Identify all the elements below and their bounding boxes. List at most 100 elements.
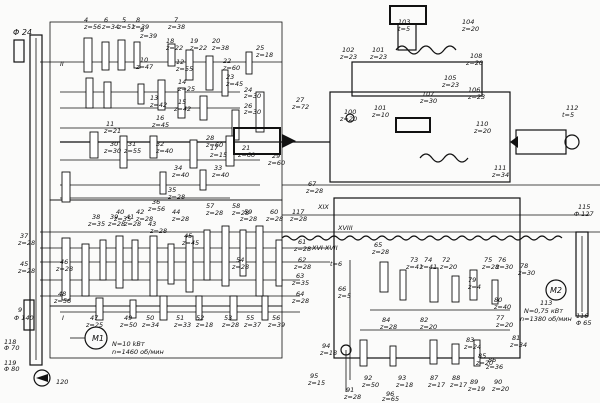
diagram-label: t=5 <box>562 111 574 119</box>
diagram-label: z=20 <box>465 59 483 67</box>
motor-m1 <box>70 326 108 350</box>
diagram-label: 54 <box>236 256 244 264</box>
diagram-label: 80 <box>494 296 502 304</box>
diagram-label: XVI XVII <box>311 244 338 252</box>
diagram-label: 53 <box>224 314 232 322</box>
diagram-label: z=28 <box>265 215 283 223</box>
diagram-label: 95 <box>310 372 318 380</box>
diagram-label: 83 <box>466 336 474 344</box>
diagram-label: 96 <box>386 390 394 398</box>
diagram-label: 84 <box>382 316 390 324</box>
diagram-label: z=20 <box>339 115 357 123</box>
diagram-label: z=24 <box>463 343 481 351</box>
diagram-label: 22 <box>223 57 231 65</box>
diagram-label: Φ 24 <box>13 28 32 37</box>
diagram-label: 60 <box>270 208 278 216</box>
diagram-label: z=28 <box>231 263 249 271</box>
diagram-label: 79 <box>468 276 476 284</box>
diagram-label: 107 <box>422 90 435 98</box>
diagram-label: 78 <box>520 262 528 270</box>
diagram-label: z=17 <box>449 381 468 389</box>
diagram-label: 43 <box>148 220 156 228</box>
diagram-label: XIX <box>317 203 329 211</box>
diagram-label: 116 <box>576 312 588 320</box>
diagram-label: 44 <box>172 208 180 216</box>
diagram-label: 104 <box>462 18 474 26</box>
diagram-label: 61 <box>298 238 306 246</box>
headstock-gears <box>61 37 265 203</box>
diagram-label: z=25 <box>177 85 195 93</box>
diagram-label: 26 <box>244 102 252 110</box>
diagram-label: 14 <box>178 78 186 86</box>
handwheels <box>340 113 355 392</box>
spindle <box>233 127 296 155</box>
diagram-label: 23 <box>226 73 234 81</box>
diagram-label: z=18 <box>195 321 213 329</box>
diagram-label: z=37 <box>243 321 262 329</box>
diagram-label: 27 <box>296 96 305 104</box>
diagram-label: 45 <box>184 232 192 240</box>
diagram-label: z=28 <box>55 265 73 273</box>
diagram-label: z=28 <box>149 227 167 235</box>
diagram-label: z=15 <box>209 151 227 159</box>
diagram-label: z=4 <box>467 283 481 291</box>
diagram-label: 55 <box>246 314 254 322</box>
diagram-label: z=22 <box>189 44 207 52</box>
diagram-label: 8 <box>136 16 140 24</box>
diagram-label: z=20 <box>491 385 509 393</box>
diagram-label: t=5 <box>398 25 410 33</box>
diagram-label: 74 <box>424 256 432 264</box>
diagram-label: z=20 <box>439 263 457 271</box>
diagram-label: 120 <box>56 378 68 386</box>
diagram-label: 38 <box>92 213 100 221</box>
diagram-label: 57 <box>206 202 215 210</box>
diagram-label: z=28 <box>289 215 307 223</box>
diagram-label: z=42 <box>149 101 167 109</box>
diagram-label: 118 <box>4 338 16 346</box>
diagram-label: z=50 <box>119 321 137 329</box>
diagram-label: 31 <box>128 140 136 148</box>
diagram-label: z=40 <box>171 171 189 179</box>
diagram-label: XVIII <box>337 224 353 232</box>
diagram-label: 46 <box>60 258 68 266</box>
diagram-label: 62 <box>298 256 306 264</box>
diagram-label: 105 <box>444 74 456 82</box>
lead-screw <box>281 235 563 241</box>
diagram-label: z=40 <box>155 147 173 155</box>
diagram-label: z=28 <box>135 215 153 223</box>
diagram-label: 101 <box>374 104 386 112</box>
diagram-label: 91 <box>346 386 354 394</box>
diagram-label: Φ 127 <box>574 210 594 218</box>
diagram-label: 39 <box>110 213 118 221</box>
diagram-label: 51 <box>176 314 184 322</box>
diagram-label: z=60 <box>237 151 255 159</box>
diagram-label: z=28 <box>17 267 35 275</box>
diagram-label: z=19 <box>467 385 485 393</box>
diagram-label: z=28 <box>205 209 223 217</box>
diagram-label: z=55 <box>123 147 141 155</box>
diagram-label: z=56 <box>53 297 71 305</box>
diagram-label: n=1380 об/мин <box>520 315 572 323</box>
diagram-label: z=39 <box>139 32 157 40</box>
diagram-label: z=30 <box>103 147 121 155</box>
diagram-label: z=40 <box>211 171 229 179</box>
diagram-label: 87 <box>430 374 439 382</box>
diagram-label: z=23 <box>339 53 357 61</box>
diagram-label: z=18 <box>255 51 273 59</box>
diagram-label: 106 <box>468 86 480 94</box>
diagram-label: z=35 <box>291 279 309 287</box>
diagram-label: t=6 <box>330 260 342 268</box>
diagram-label: z=28 <box>17 239 35 247</box>
diagram-label: 72 <box>442 256 450 264</box>
diagram-label: 108 <box>470 52 482 60</box>
diagram-label: z=47 <box>135 63 154 71</box>
diagram-label: z=28 <box>231 209 249 217</box>
diagram-label: Φ 70 <box>4 344 19 352</box>
diagram-label: z=20 <box>419 323 437 331</box>
diagram-label: 9 <box>140 26 144 34</box>
diagram-label: 6 <box>104 16 108 24</box>
diagram-label: 48 <box>58 290 66 298</box>
diagram-label: Φ 80 <box>4 365 19 373</box>
diagram-label: z=55 <box>175 65 193 73</box>
